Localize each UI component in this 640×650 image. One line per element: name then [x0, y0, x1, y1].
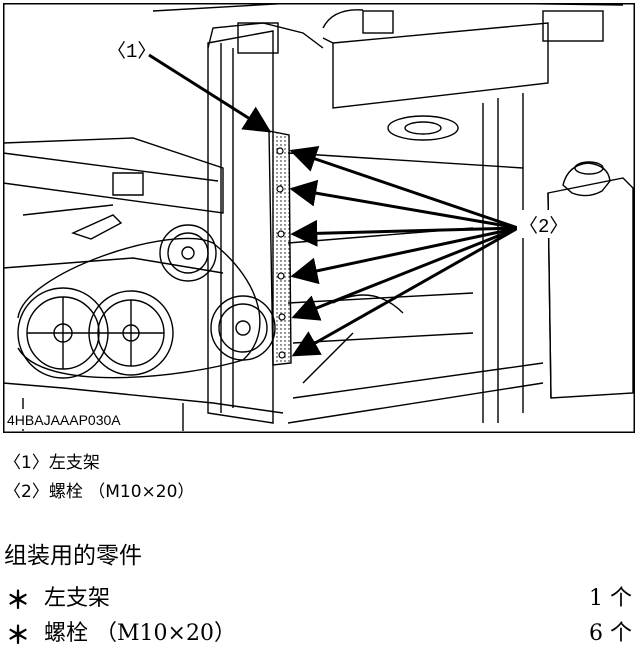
legend-text: 左支架	[48, 453, 100, 473]
left-bracket-part	[268, 130, 292, 366]
legend-key: 〈1〉	[4, 453, 49, 473]
legend-text: 螺栓 （M10×20）	[48, 482, 195, 502]
part-name: 左支架	[44, 586, 111, 611]
assembly-illustration: 〈1〉 〈2〉 4HBAJAAAP030A	[3, 3, 635, 433]
callout-label-1: 〈1〉	[107, 40, 156, 63]
asterisk-icon: ＊	[6, 621, 30, 649]
part-row: ＊ 左支架 1 个	[4, 580, 634, 614]
asterisk-icon: ＊	[6, 586, 30, 614]
legend-item-2: 〈2〉螺栓 （M10×20）	[4, 481, 194, 503]
machine-frame-drawing	[3, 3, 634, 431]
figure-id: 4HBAJAAAP030A	[7, 412, 121, 428]
callout-arrows	[148, 53, 519, 357]
parts-heading: 组装用的零件	[4, 543, 142, 569]
part-quantity: 6 个	[589, 621, 632, 646]
part-row: ＊ 螺栓 （M10×20） 6 个	[4, 615, 634, 649]
part-quantity: 1 个	[589, 586, 632, 611]
legend-item-1: 〈1〉左支架	[4, 452, 100, 474]
callout-label-2: 〈2〉	[519, 215, 568, 238]
part-name: 螺栓 （M10×20）	[44, 621, 236, 646]
legend-key: 〈2〉	[4, 482, 49, 502]
